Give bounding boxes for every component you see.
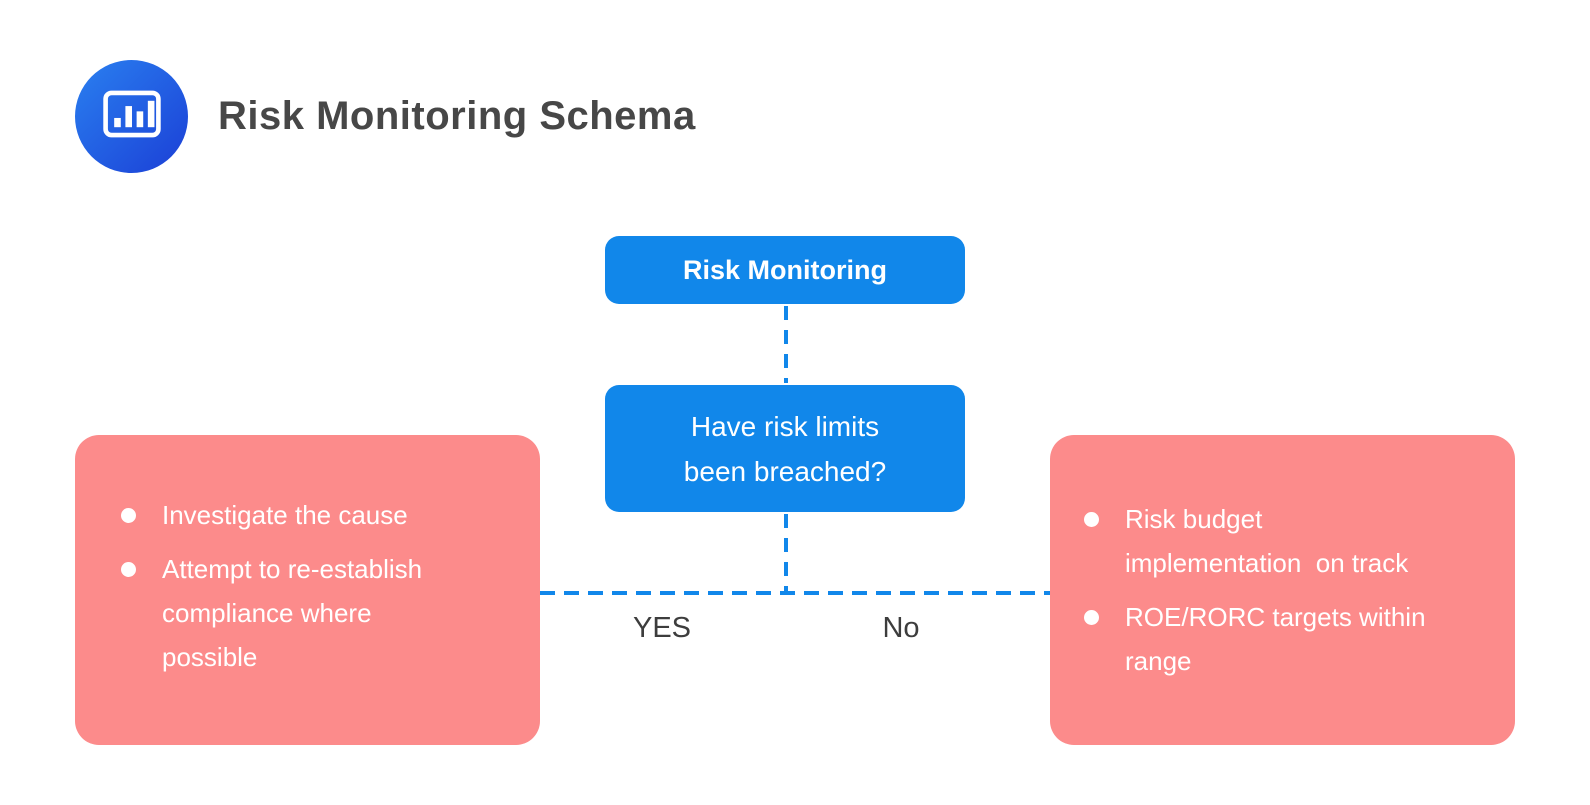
- no-outcome-box: Risk budget implementation on track ROE/…: [1050, 435, 1515, 745]
- list-item: Investigate the cause: [121, 493, 514, 537]
- connector-branch-horizontal: [540, 591, 1050, 595]
- list-item: Attempt to re-establish compliance where…: [121, 547, 514, 679]
- yes-branch-label: YES: [632, 612, 692, 644]
- list-item: Risk budget implementation on track: [1084, 497, 1495, 585]
- no-branch-label: No: [882, 612, 920, 644]
- list-item-text: Investigate the cause: [162, 500, 408, 530]
- connector-start-to-decision: [784, 306, 788, 383]
- app-logo: [75, 60, 188, 173]
- bullet-dot-icon: [121, 508, 136, 523]
- start-node-label: Risk Monitoring: [683, 254, 887, 285]
- decision-node: Have risk limits been breached?: [605, 385, 965, 512]
- list-item-text: Attempt to re-establish compliance where…: [162, 554, 423, 672]
- decision-node-label: Have risk limits been breached?: [683, 410, 887, 487]
- bar-chart-icon: [99, 81, 165, 152]
- list-item-text: ROE/RORC targets within range: [1125, 602, 1426, 676]
- page-title: Risk Monitoring Schema: [218, 94, 696, 138]
- list-item-text: Risk budget implementation on track: [1125, 504, 1409, 578]
- bullet-dot-icon: [1084, 610, 1099, 625]
- header: Risk Monitoring Schema: [75, 60, 696, 173]
- list-item: ROE/RORC targets within range: [1084, 595, 1495, 683]
- bullet-dot-icon: [1084, 512, 1099, 527]
- yes-outcome-box: Investigate the cause Attempt to re-esta…: [75, 435, 540, 745]
- start-node: Risk Monitoring: [605, 236, 965, 304]
- bullet-dot-icon: [121, 562, 136, 577]
- connector-decision-to-branch: [784, 514, 788, 591]
